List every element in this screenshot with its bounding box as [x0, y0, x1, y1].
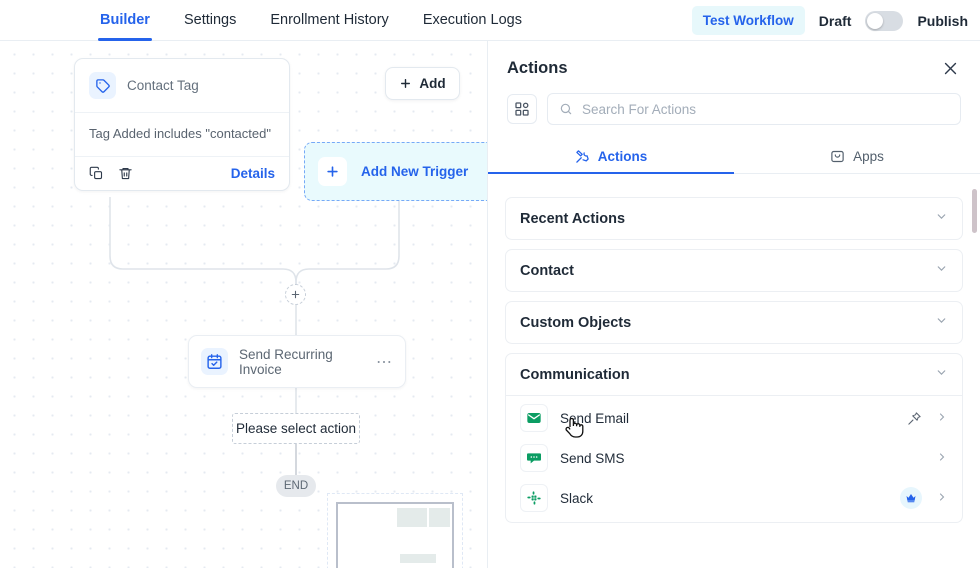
panel-search-row — [488, 79, 980, 125]
panel-scrollbar-thumb[interactable] — [972, 189, 977, 233]
app-box-icon — [831, 150, 844, 162]
tools-icon — [575, 149, 589, 163]
trigger-card-condition: Tag Added includes "contacted" — [75, 112, 289, 156]
tab-execution-logs[interactable]: Execution Logs — [423, 0, 522, 41]
accordion-recent-actions[interactable]: Recent Actions — [505, 197, 963, 240]
nav-tab-list: Builder Settings Enrollment History Exec… — [98, 0, 522, 41]
chevron-down-icon — [935, 262, 948, 280]
ellipsis-icon[interactable]: ⋯ — [376, 353, 393, 371]
panel-title: Actions — [507, 58, 568, 77]
add-button-label: Add — [419, 76, 446, 91]
details-link[interactable]: Details — [230, 166, 275, 181]
premium-crown-icon[interactable] — [900, 487, 922, 509]
tab-apps[interactable]: Apps — [734, 139, 980, 173]
tab-execution-logs-label: Execution Logs — [422, 12, 522, 28]
accordion-communication[interactable]: Communication — [505, 353, 963, 396]
tab-builder-label: Builder — [100, 12, 150, 28]
actions-group-list: Recent Actions Contact Custom Objects Co… — [488, 183, 980, 568]
skeleton-block — [397, 508, 427, 527]
tab-settings[interactable]: Settings — [184, 0, 236, 41]
plus-icon — [401, 79, 411, 88]
plus-icon — [318, 157, 347, 186]
skeleton-block — [399, 554, 437, 563]
accordion-custom-objects[interactable]: Custom Objects — [505, 301, 963, 344]
publish-label: Publish — [917, 12, 968, 29]
action-item-send-email[interactable]: Send Email — [506, 398, 962, 438]
add-button[interactable]: Add — [385, 67, 460, 100]
accordion-custom-objects-label: Custom Objects — [520, 314, 632, 331]
trash-icon[interactable] — [118, 166, 133, 181]
search-input[interactable] — [582, 101, 949, 117]
skeleton-block — [429, 508, 450, 527]
calendar-check-icon — [201, 348, 228, 375]
select-action-placeholder[interactable]: Please select action — [232, 413, 360, 444]
draft-label: Draft — [818, 12, 852, 29]
tab-actions-label: Actions — [597, 148, 648, 164]
chevron-right-icon[interactable] — [936, 451, 948, 466]
action-item-slack[interactable]: Slack — [506, 478, 962, 518]
action-item-controls — [900, 487, 948, 509]
test-workflow-button[interactable]: Test Workflow — [691, 6, 805, 35]
sms-icon — [520, 444, 548, 472]
grid-settings-icon[interactable] — [507, 94, 537, 124]
plus-icon — [291, 290, 300, 299]
action-item-send-sms[interactable]: Send SMS — [506, 438, 962, 478]
action-item-label: Slack — [560, 490, 594, 506]
add-new-trigger-box[interactable]: Add New Trigger — [304, 142, 487, 201]
trigger-card-title: Contact Tag — [127, 78, 199, 93]
search-box[interactable] — [547, 93, 961, 125]
accordion-recent-actions-label: Recent Actions — [520, 210, 626, 227]
workflow-canvas[interactable]: Contact Tag Tag Added includes "contacte… — [0, 41, 487, 568]
trigger-card[interactable]: Contact Tag Tag Added includes "contacte… — [74, 58, 290, 191]
tab-actions[interactable]: Actions — [488, 139, 734, 174]
action-node-card[interactable]: Send Recurring Invoice ⋯ — [188, 335, 406, 388]
tab-builder[interactable]: Builder — [98, 0, 152, 41]
accordion-contact-label: Contact — [520, 262, 574, 279]
copy-icon[interactable] — [89, 166, 104, 181]
pin-icon[interactable] — [907, 411, 922, 426]
preview-skeleton-card — [327, 493, 463, 568]
tab-enrollment-history[interactable]: Enrollment History — [270, 0, 388, 41]
tab-apps-label: Apps — [853, 148, 884, 164]
connector-lines — [109, 160, 400, 486]
slack-icon — [520, 484, 548, 512]
publish-toggle[interactable] — [865, 10, 904, 31]
insert-step-button[interactable] — [285, 284, 306, 305]
chevron-down-icon — [935, 314, 948, 332]
topbar-actions: Test Workflow Draft Publish — [691, 0, 968, 41]
chevron-right-icon[interactable] — [936, 491, 948, 506]
chevron-down-icon — [935, 210, 948, 228]
action-item-label: Send Email — [560, 410, 630, 426]
actions-panel: Actions Ac — [487, 41, 980, 568]
tab-enrollment-history-label: Enrollment History — [270, 12, 389, 28]
accordion-contact[interactable]: Contact — [505, 249, 963, 292]
end-node: END — [276, 475, 316, 497]
action-node-title: Send Recurring Invoice — [239, 346, 333, 377]
tab-settings-label: Settings — [183, 12, 237, 28]
top-navigation-bar: Builder Settings Enrollment History Exec… — [0, 0, 980, 41]
trigger-card-footer: Details — [75, 156, 289, 190]
accordion-communication-label: Communication — [520, 366, 630, 383]
add-new-trigger-label: Add New Trigger — [361, 164, 469, 179]
action-item-controls — [936, 451, 948, 466]
tag-icon — [89, 72, 116, 99]
trigger-card-header: Contact Tag — [75, 59, 289, 112]
preview-skeleton-frame — [336, 502, 454, 568]
email-icon — [520, 404, 548, 432]
chevron-right-icon[interactable] — [936, 411, 948, 426]
close-icon[interactable] — [939, 57, 961, 79]
action-item-controls — [907, 411, 948, 426]
search-icon — [560, 103, 572, 115]
actions-panel-header: Actions — [488, 41, 980, 79]
communication-items: Send Email — [505, 396, 963, 523]
panel-tab-list: Actions Apps — [488, 139, 980, 174]
chevron-down-icon — [935, 366, 948, 384]
action-item-label: Send SMS — [560, 450, 625, 466]
